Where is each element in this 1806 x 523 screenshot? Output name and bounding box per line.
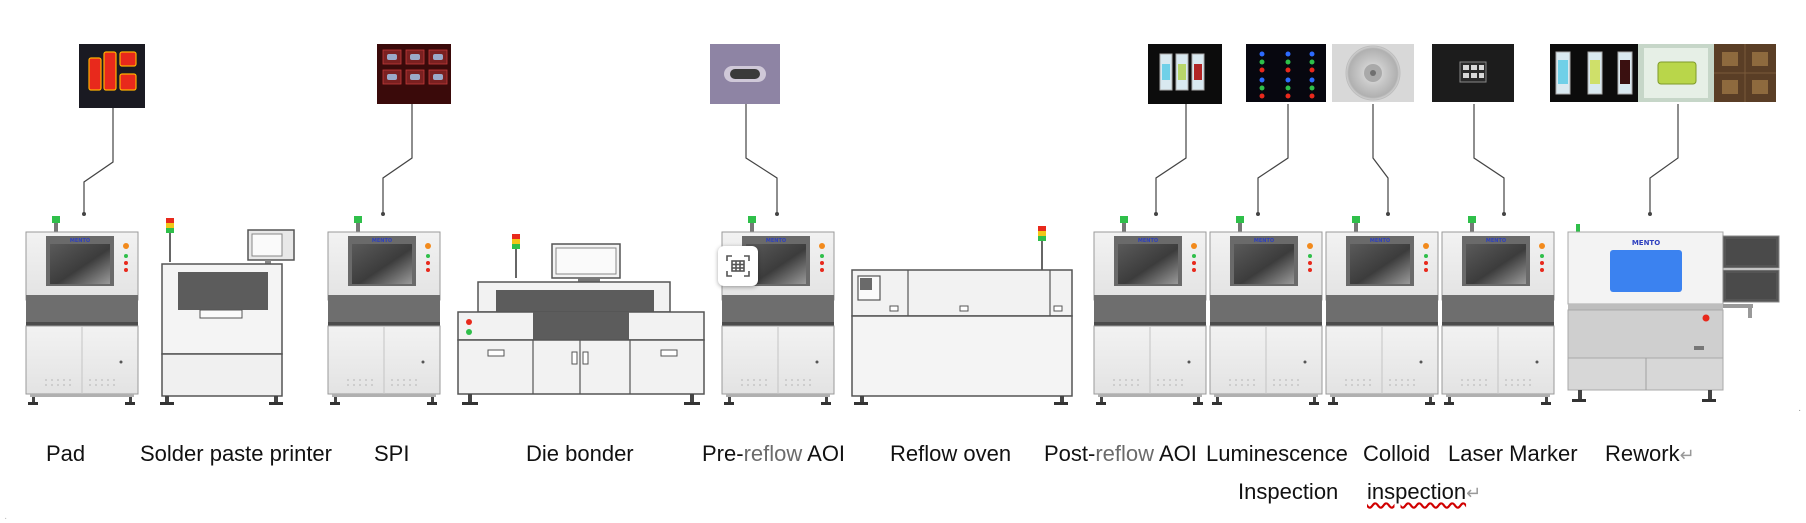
lum-image [1246, 44, 1326, 102]
label-pad: Pad [46, 441, 86, 466]
svg-text:·: · [1798, 405, 1801, 416]
pre-aoi-image [710, 44, 780, 104]
label-luminescence: Luminescence [1206, 441, 1348, 466]
label-pre-part1: Pre- [702, 441, 744, 466]
label-post-part3: AOI [1154, 441, 1197, 466]
label-colloid-line2: inspection↵ [1367, 481, 1481, 503]
colloid-inspection-machine [1325, 215, 1439, 406]
label-post-part1: Post- [1044, 441, 1096, 466]
label-colloid-line2-text: inspection [1367, 479, 1467, 504]
label-luminescence-line2: Inspection [1238, 479, 1339, 504]
svg-text:·: · [4, 513, 7, 523]
colloid-image [1332, 44, 1414, 102]
laser-marker-machine [1441, 215, 1555, 406]
luminescence-inspection-machine [1209, 215, 1323, 406]
die-bonder-machine [457, 234, 705, 405]
label-pre-part3: AOI [802, 441, 846, 466]
post-aoi-image [1148, 44, 1222, 104]
pad-machine [25, 215, 139, 406]
label-colloid: Colloid [1363, 441, 1431, 466]
label-laser-marker: Laser Marker [1448, 441, 1578, 466]
label-post-part2: reflow [1095, 441, 1155, 466]
laser-image [1432, 44, 1514, 102]
label-rework-text: Rework [1605, 441, 1680, 466]
label-solder-paste-printer: Solder paste printer [140, 441, 332, 466]
paragraph-mark: ↵ [1679, 445, 1695, 465]
rework-image [1550, 44, 1776, 102]
spi-machine [327, 215, 441, 406]
label-die-bonder: Die bonder [526, 441, 634, 466]
rework-machine: MENTO [1567, 224, 1780, 402]
post-reflow-aoi-machine [1093, 215, 1207, 406]
table-scan-button[interactable] [718, 246, 758, 286]
table-scan-icon [726, 255, 750, 277]
spi-image [377, 44, 451, 104]
paragraph-mark: ↵ [1466, 483, 1482, 503]
svg-text:MENTO: MENTO [1632, 239, 1660, 247]
label-pre-part2: reflow [743, 441, 803, 466]
solder-paste-printer-machine [160, 218, 295, 405]
label-pre-reflow-aoi: Pre-reflow AOI [702, 443, 845, 465]
label-reflow-oven: Reflow oven [890, 441, 1012, 466]
pad-image [79, 44, 145, 108]
label-rework: Rework↵ [1605, 443, 1695, 465]
label-post-reflow-aoi: Post-reflow AOI [1044, 443, 1197, 465]
reflow-oven-machine [851, 226, 1073, 405]
label-spi: SPI [374, 441, 410, 466]
pre-reflow-aoi-machine [721, 215, 835, 406]
connector-lines [82, 104, 1679, 216]
